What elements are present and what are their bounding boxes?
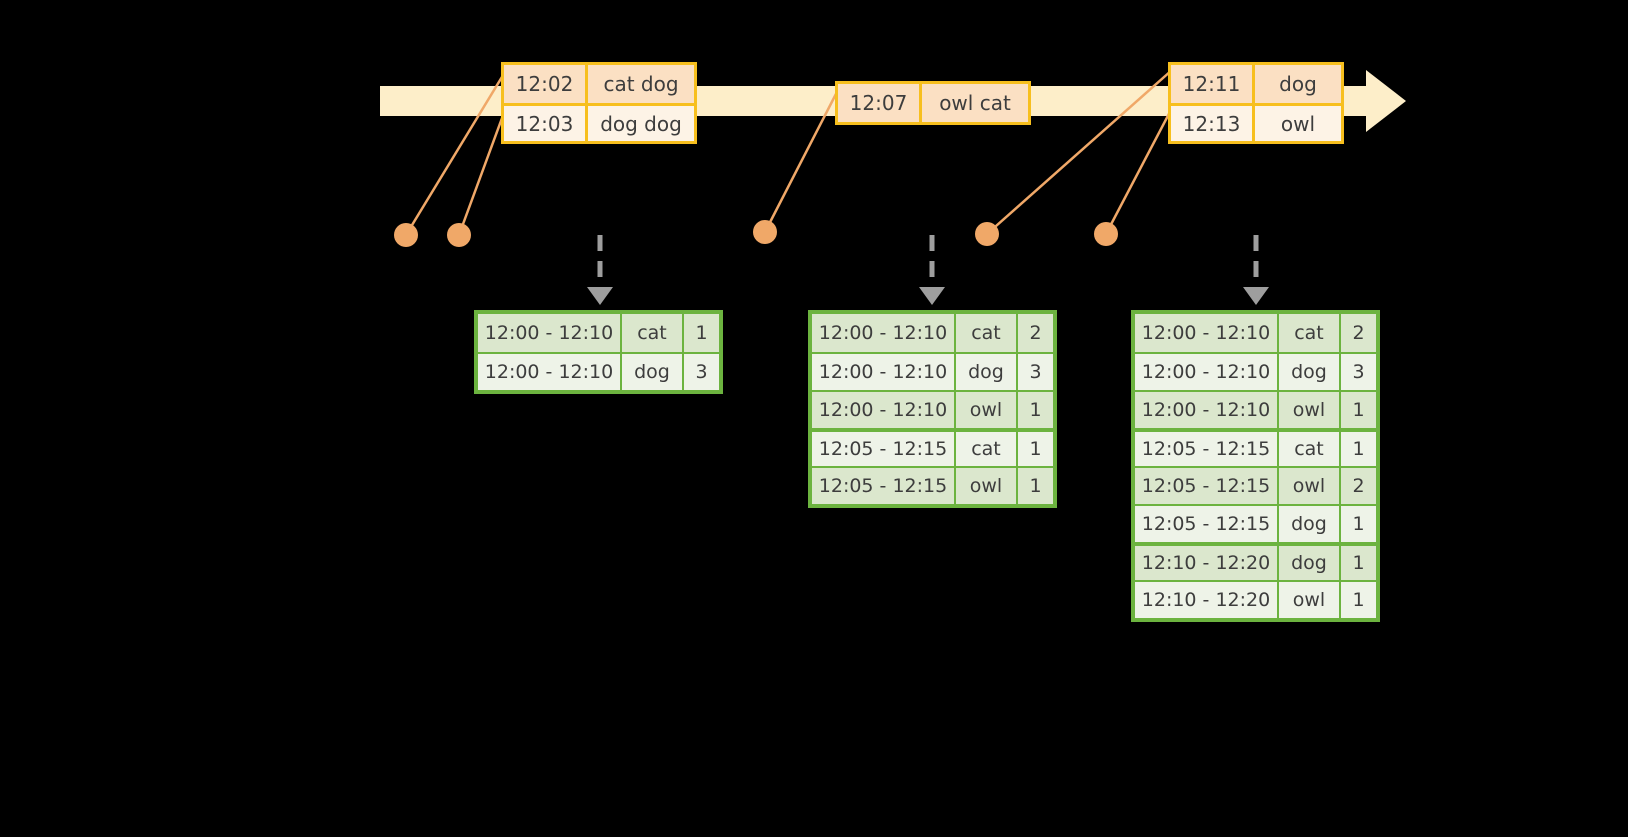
cell-window: 12:10 - 12:20 — [1135, 546, 1279, 580]
cell-count: 3 — [695, 361, 708, 383]
cell-key: dog — [1279, 506, 1341, 542]
cell-key: dog — [1279, 546, 1341, 580]
cell-key: owl — [1279, 392, 1341, 428]
event-row: 12:07 owl cat — [838, 84, 1028, 122]
cell-key: cat — [956, 432, 1018, 466]
cell-key: cat — [956, 314, 1018, 352]
cell-count: 1 — [1352, 589, 1365, 611]
connector-12-13-dot — [1094, 222, 1118, 246]
event-time: 12:13 — [1171, 106, 1255, 141]
cell-window: 12:10 - 12:20 — [1135, 582, 1279, 618]
cell-key: owl — [956, 468, 1018, 504]
event-time: 12:02 — [504, 65, 588, 103]
cell-count: 1 — [1029, 475, 1042, 497]
connector-12-13 — [1104, 107, 1174, 235]
connector-12-07-dot — [753, 220, 777, 244]
cell-count: 3 — [1029, 361, 1042, 383]
event-box-group-1: 12:02 cat dog 12:03 dog dog — [501, 62, 697, 144]
cell-key: owl — [1279, 468, 1341, 504]
cell-window: 12:00 - 12:10 — [1135, 354, 1279, 390]
event-time: 12:07 — [838, 84, 922, 122]
cell-key: owl — [1279, 582, 1341, 618]
cell-window: 12:05 - 12:15 — [812, 432, 956, 466]
cell-window: 12:00 - 12:10 — [1135, 314, 1279, 352]
cell-key: dog — [956, 354, 1018, 390]
event-box-group-2: 12:07 owl cat — [835, 81, 1031, 125]
cell-key: cat — [622, 314, 684, 352]
cell-window: 12:00 - 12:10 — [478, 354, 622, 390]
cell-count: 1 — [695, 322, 708, 344]
cell-count: 2 — [1352, 475, 1365, 497]
event-row: 12:13 owl — [1171, 103, 1341, 141]
timeline-arrowhead-icon — [1366, 70, 1406, 132]
cell-window: 12:00 - 12:10 — [478, 314, 622, 352]
connector-12-02-dot — [394, 223, 418, 247]
event-row: 12:11 dog — [1171, 65, 1341, 103]
connector-12-03 — [457, 109, 507, 236]
event-row: 12:03 dog dog — [504, 103, 694, 141]
cell-key: cat — [1279, 314, 1341, 352]
cell-count: 2 — [1352, 322, 1365, 344]
event-words: owl — [1280, 111, 1316, 136]
cell-window: 12:00 - 12:10 — [1135, 392, 1279, 428]
cell-window: 12:00 - 12:10 — [812, 392, 956, 428]
cell-count: 1 — [1029, 399, 1042, 421]
dashed-arrow-to-table-2-head-icon — [919, 287, 945, 305]
event-box-group-3: 12:11 dog 12:13 owl — [1168, 62, 1344, 144]
event-words: cat dog — [603, 72, 679, 96]
connector-12-11-dot — [975, 222, 999, 246]
cell-window: 12:00 - 12:10 — [812, 354, 956, 390]
dashed-arrow-to-table-1-head-icon — [587, 287, 613, 305]
dashed-arrow-to-table-3-head-icon — [1243, 287, 1269, 305]
event-time: 12:03 — [504, 106, 588, 141]
cell-window: 12:05 - 12:15 — [1135, 432, 1279, 466]
cell-count: 1 — [1352, 513, 1365, 535]
cell-key: cat — [1279, 432, 1341, 466]
event-words: dog dog — [600, 111, 682, 136]
cell-key: owl — [956, 392, 1018, 428]
event-words: owl cat — [939, 91, 1011, 115]
cell-count: 1 — [1352, 552, 1365, 574]
event-row: 12:02 cat dog — [504, 65, 694, 103]
cell-window: 12:00 - 12:10 — [812, 314, 956, 352]
cell-key: dog — [622, 354, 684, 390]
event-time: 12:11 — [1171, 65, 1255, 103]
event-words: dog — [1279, 72, 1317, 96]
cell-window: 12:05 - 12:15 — [1135, 506, 1279, 542]
cell-count: 3 — [1352, 361, 1365, 383]
cell-count: 1 — [1352, 438, 1365, 460]
cell-window: 12:05 - 12:15 — [812, 468, 956, 504]
cell-count: 1 — [1352, 399, 1365, 421]
cell-key: dog — [1279, 354, 1341, 390]
cell-window: 12:05 - 12:15 — [1135, 468, 1279, 504]
cell-count: 1 — [1029, 438, 1042, 460]
cell-count: 2 — [1029, 322, 1042, 344]
connector-12-03-dot — [447, 223, 471, 247]
